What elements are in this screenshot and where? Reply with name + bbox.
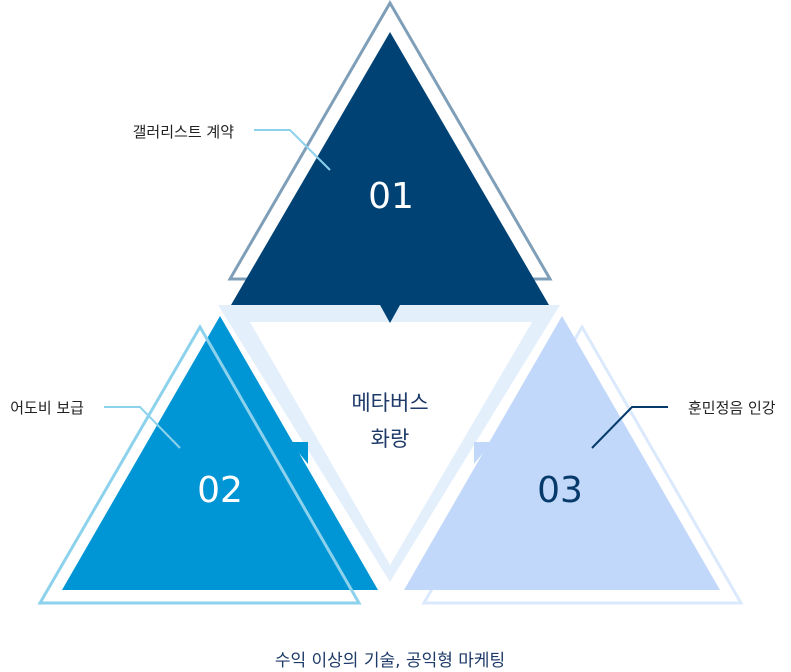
left-callout-line — [104, 406, 181, 449]
top-label: 갤러리스트 계약 — [133, 123, 235, 141]
right-number: 03 — [537, 470, 583, 511]
right-callout-line — [591, 406, 668, 449]
top-callout-line — [254, 129, 331, 171]
left-triangle — [62, 316, 378, 590]
center-label-line2: 화랑 — [371, 427, 410, 451]
caption: 수익 이상의 기술, 공익형 마케팅 — [275, 651, 505, 671]
left-number: 02 — [197, 470, 243, 511]
center-hole — [250, 322, 532, 565]
right-triangle — [404, 316, 720, 590]
right-label: 훈민정음 인강 — [688, 399, 776, 417]
center-label-line1: 메타버스 — [351, 391, 428, 415]
top-triangle-pointer — [380, 305, 400, 323]
left-triangle-pointer — [290, 442, 308, 464]
right-triangle-pointer — [474, 442, 492, 464]
left-triangle-outline — [37, 324, 362, 605]
top-triangle — [231, 32, 549, 305]
left-label: 어도비 보급 — [10, 399, 84, 417]
top-number: 01 — [368, 176, 414, 217]
